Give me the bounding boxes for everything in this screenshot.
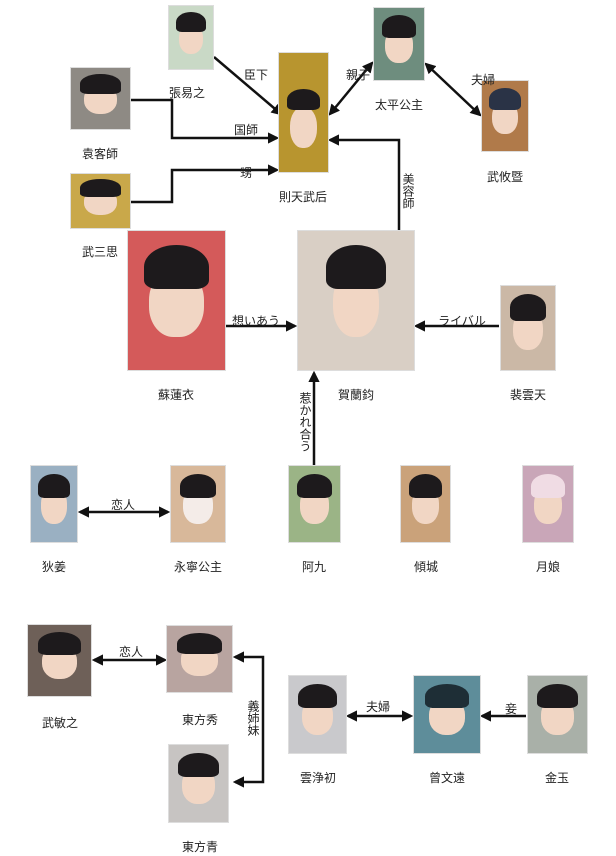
label-fufu2: 夫婦 [365, 700, 391, 714]
photo-wusansi [70, 173, 131, 229]
edge-dongfang-sisters [232, 651, 265, 788]
name-jinyu: 金玉 [544, 771, 570, 785]
photo-helanjun [297, 230, 415, 371]
name-yuan: 袁客師 [81, 147, 119, 161]
photo-dongfangxiu [166, 625, 233, 693]
name-zhang: 張易之 [168, 86, 206, 100]
name-wusansi: 武三思 [81, 245, 119, 259]
photo-taiping [373, 7, 425, 81]
edge-zhang-wuhou [213, 56, 283, 116]
photo-sulianyi [127, 230, 226, 371]
label-guoshi: 国師 [233, 123, 259, 137]
name-ajiu: 阿九 [301, 560, 327, 574]
photo-yunjingchu [288, 675, 347, 754]
photo-yueniang [522, 465, 574, 543]
label-qinzi: 親子 [345, 68, 371, 82]
edge-wusansi-wuhou [130, 164, 280, 204]
photo-peiyuntian [500, 285, 556, 371]
name-dongfangxiu: 東方秀 [181, 713, 219, 727]
label-sheng: 甥 [239, 166, 253, 180]
name-yunjingchu: 雲浄初 [299, 771, 337, 785]
label-hikareau: 惹かれ合う [298, 392, 312, 452]
photo-dijiang [30, 465, 78, 543]
label-qie: 妾 [504, 702, 518, 716]
photo-qingcheng [400, 465, 451, 543]
name-zengwenyuan: 曾文遠 [428, 771, 466, 785]
name-dongfangqing: 東方青 [181, 840, 219, 854]
edge-helanjun-wuhou [327, 134, 401, 230]
photo-zengwenyuan [413, 675, 481, 754]
label-yizimei: 義姉妹 [246, 700, 260, 736]
label-fufu1: 夫婦 [470, 73, 496, 87]
photo-wuyouji [481, 80, 529, 152]
label-lianren1: 恋人 [110, 498, 136, 512]
label-chenxia: 臣下 [243, 68, 269, 82]
label-rival: ライバル [438, 314, 486, 328]
name-taiping: 太平公主 [374, 98, 424, 112]
photo-jinyu [527, 675, 588, 754]
label-xiangiau: 想いあう [231, 314, 281, 328]
photo-yuan [70, 67, 131, 130]
photo-yongning [170, 465, 226, 543]
label-meirongshi: 美容師 [401, 173, 415, 209]
photo-zhang [168, 5, 214, 70]
name-peiyuntian: 裴雲天 [509, 388, 547, 402]
name-yongning: 永寧公主 [173, 560, 223, 574]
name-sulianyi: 蘇蓮衣 [157, 388, 195, 402]
name-dijiang: 狄姜 [41, 560, 67, 574]
name-qingcheng: 傾城 [413, 560, 439, 574]
name-wuminzhi: 武敏之 [41, 716, 79, 730]
photo-ajiu [288, 465, 341, 543]
photo-wuminzhi [27, 624, 92, 697]
photo-dongfangqing [168, 744, 229, 823]
edge-yuan-wuhou [130, 98, 280, 144]
label-lianren2: 恋人 [118, 645, 144, 659]
name-yueniang: 月娘 [535, 560, 561, 574]
photo-wuhou [278, 52, 329, 173]
name-wuyouji: 武攸暨 [486, 170, 524, 184]
name-helanjun: 賀蘭鈞 [337, 388, 375, 402]
edge-taiping-wuyouji [424, 62, 482, 117]
name-wuhou: 則天武后 [278, 190, 328, 204]
edge-taiping-wuhou [328, 61, 374, 116]
